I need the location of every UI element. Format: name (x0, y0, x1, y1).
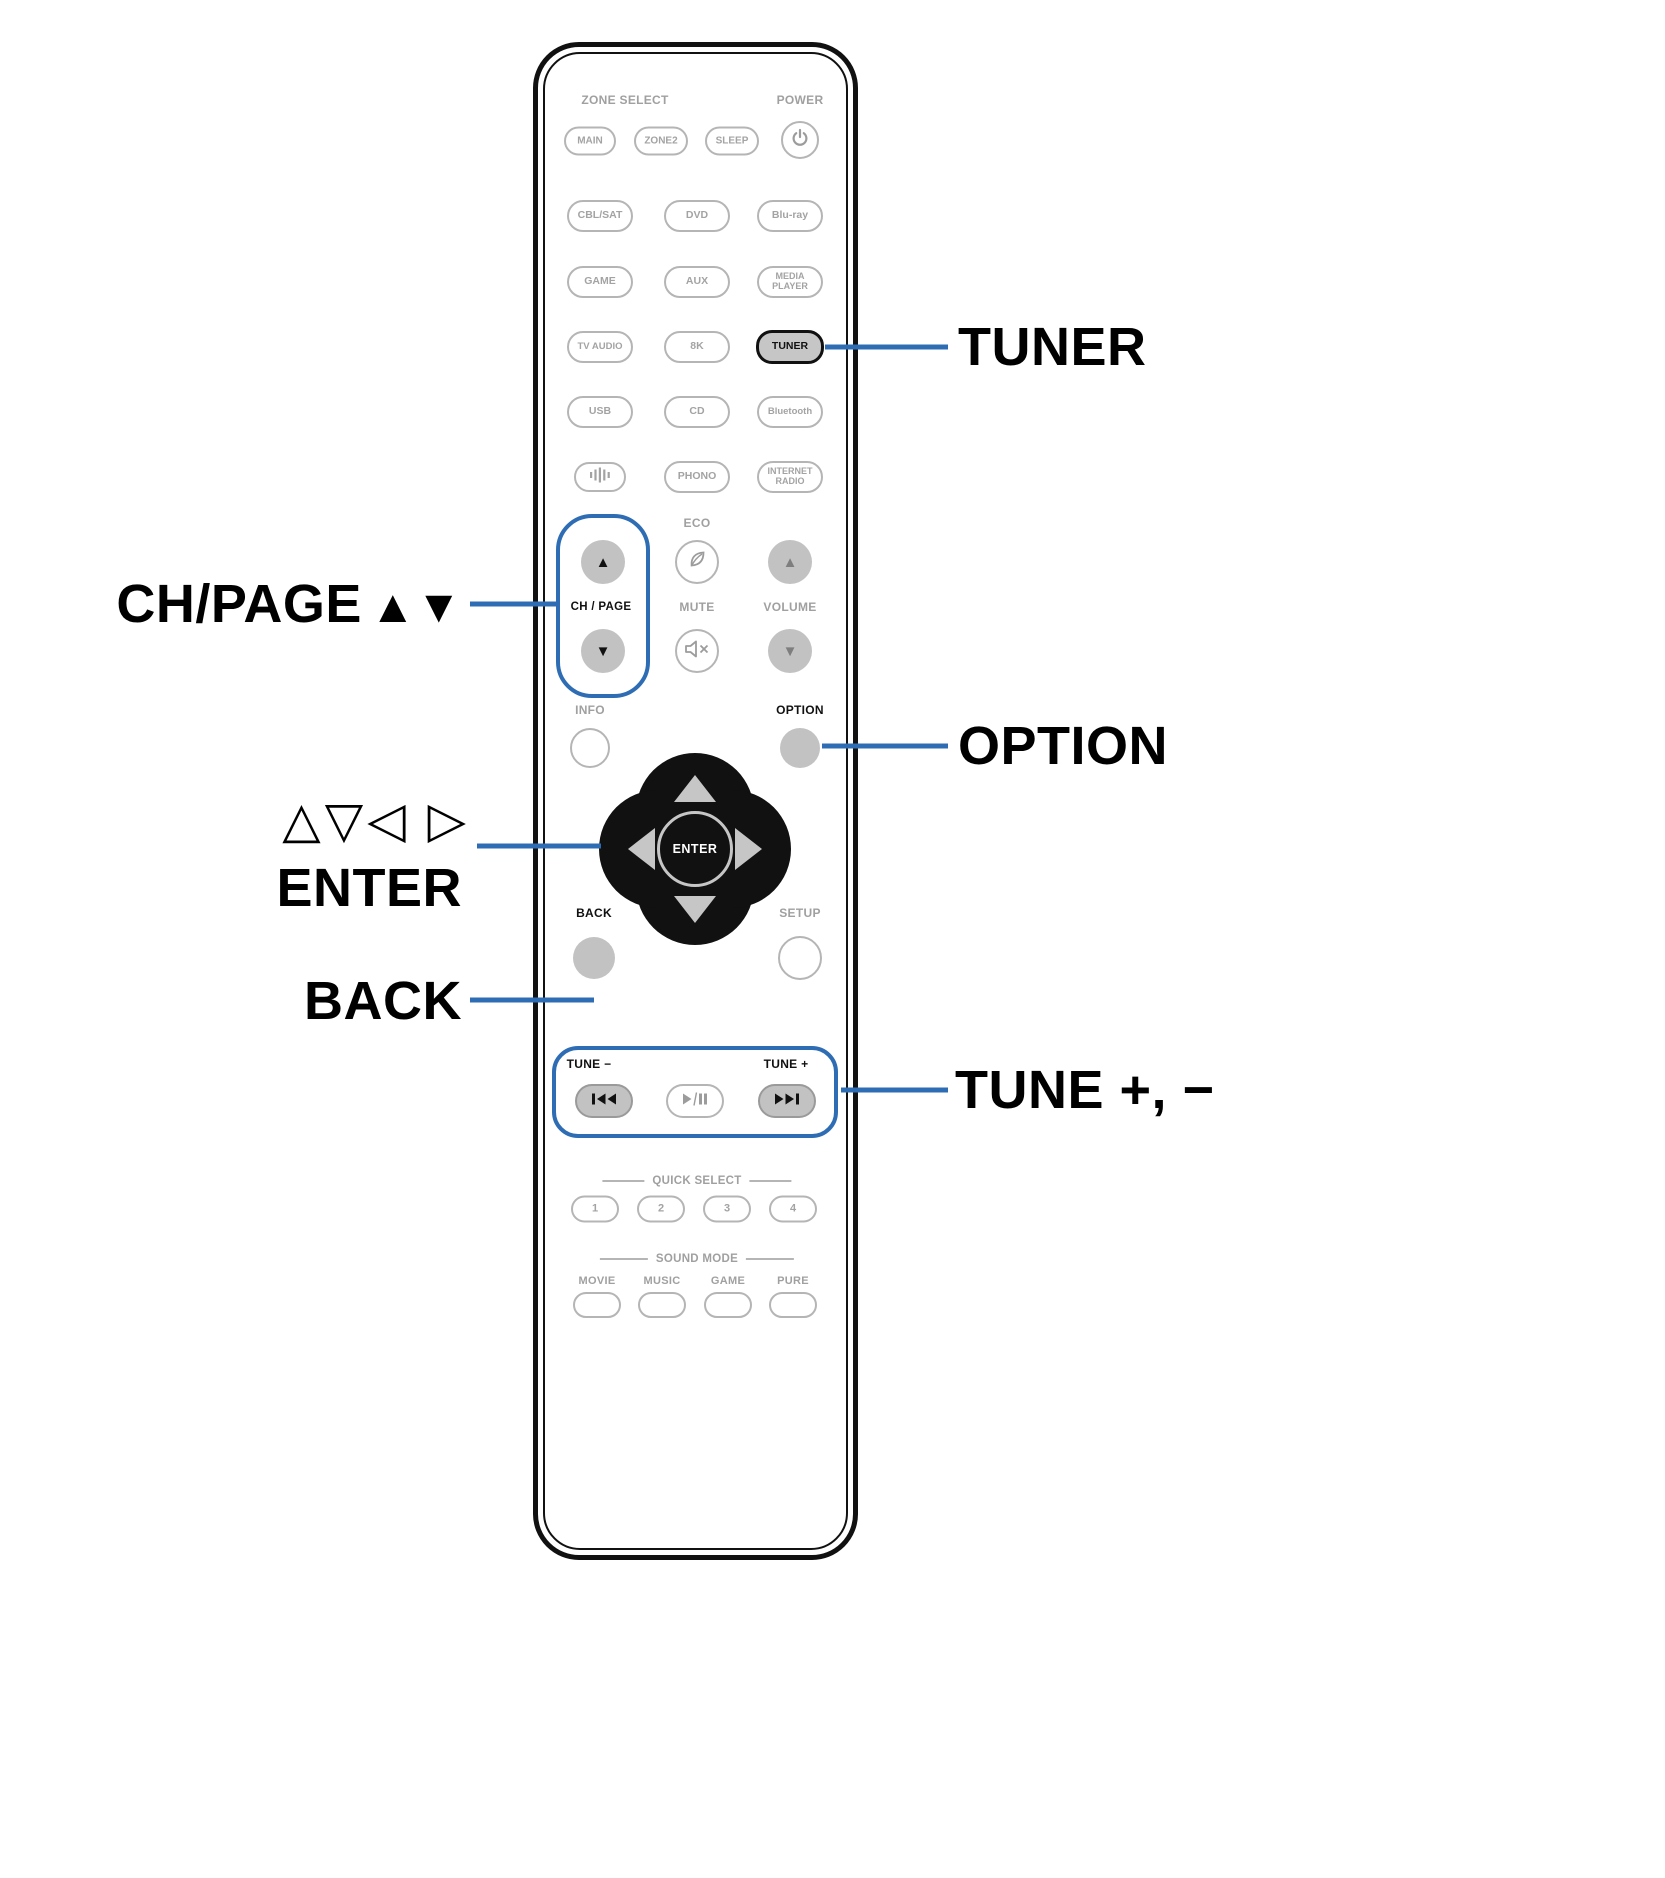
power-icon (790, 128, 810, 153)
cbl-sat-button[interactable]: CBL/SAT (567, 200, 633, 232)
mute-label: MUTE (679, 600, 715, 614)
skip-back-button[interactable] (575, 1084, 633, 1118)
zone2-button[interactable]: ZONE2 (634, 126, 688, 156)
skip-forward-button[interactable] (758, 1084, 816, 1118)
callout-enter: ENTER (276, 858, 462, 918)
eco-button[interactable] (675, 540, 719, 584)
sleep-button[interactable]: SLEEP (705, 126, 759, 156)
callout-option: OPTION (958, 716, 1169, 776)
callout-cursor-glyphs: △▽◁ ▷ (282, 792, 470, 848)
movie-label: MOVIE (578, 1275, 616, 1287)
power-button[interactable] (781, 121, 819, 159)
down-triangle-icon: ▼ (595, 642, 611, 660)
cursor-up-button[interactable] (674, 775, 716, 802)
game-label: GAME (710, 1275, 746, 1287)
option-button[interactable] (780, 728, 820, 768)
zone-select-label: ZONE SELECT (581, 93, 669, 107)
cursor-down-button[interactable] (674, 896, 716, 923)
usb-button[interactable]: USB (567, 396, 633, 428)
enter-button[interactable]: ENTER (657, 811, 733, 887)
info-label: INFO (575, 703, 605, 717)
tuner-button[interactable]: TUNER (756, 330, 824, 364)
blu-ray-button[interactable]: Blu-ray (757, 200, 823, 232)
cd-button[interactable]: CD (664, 396, 730, 428)
down-triangle-icon: ▼ (782, 642, 798, 660)
pure-label: PURE (777, 1275, 809, 1287)
phono-button[interactable]: PHONO (664, 461, 730, 493)
callout-ch-page-arrows-icon: ▲▼ (369, 580, 462, 632)
skip-back-icon (589, 1092, 619, 1110)
quick-select-2-button[interactable]: 2 (637, 1195, 685, 1223)
media-player-button[interactable]: MEDIA PLAYER (757, 266, 823, 298)
tune-plus-label: TUNE + (763, 1057, 809, 1071)
power-label: POWER (776, 93, 824, 107)
sound-mode-header: SOUND MODE (599, 1253, 795, 1265)
audio-signal-icon (589, 467, 611, 487)
option-label: OPTION (776, 703, 824, 717)
bluetooth-button[interactable]: Bluetooth (757, 396, 823, 428)
ch-page-label: CH / PAGE (570, 601, 632, 613)
volume-down-button[interactable]: ▼ (768, 629, 812, 673)
up-triangle-icon: ▲ (595, 553, 611, 571)
volume-up-button[interactable]: ▲ (768, 540, 812, 584)
internet-radio-button[interactable]: INTERNET RADIO (757, 461, 823, 493)
tune-highlight (552, 1046, 838, 1138)
main-button[interactable]: MAIN (564, 126, 616, 156)
music-label: MUSIC (643, 1275, 681, 1287)
setup-button[interactable] (778, 936, 822, 980)
game-button-sound[interactable] (704, 1292, 752, 1318)
leaf-icon (685, 548, 709, 577)
back-button[interactable] (573, 937, 615, 979)
quick-select-label: QUICK SELECT (652, 1175, 742, 1187)
quick-select-header: QUICK SELECT (602, 1175, 792, 1187)
up-triangle-icon: ▲ (782, 553, 798, 571)
info-button[interactable] (570, 728, 610, 768)
game-button[interactable]: GAME (567, 266, 633, 298)
divider (599, 1258, 648, 1260)
quick-select-3-button[interactable]: 3 (703, 1195, 751, 1223)
quick-select-1-button[interactable]: 1 (571, 1195, 619, 1223)
sound-mode-label: SOUND MODE (655, 1253, 739, 1265)
dvd-button[interactable]: DVD (664, 200, 730, 232)
quick-select-4-button[interactable]: 4 (769, 1195, 817, 1223)
volume-label: VOLUME (763, 600, 817, 614)
movie-button[interactable] (573, 1292, 621, 1318)
callout-ch-page: CH/PAGE▲▼ (116, 573, 462, 635)
callout-ch-page-text: CH/PAGE (116, 574, 362, 634)
music-button[interactable] (638, 1292, 686, 1318)
aux-button[interactable]: AUX (664, 266, 730, 298)
pure-button[interactable] (769, 1292, 817, 1318)
skip-forward-icon (772, 1092, 802, 1110)
divider (749, 1180, 792, 1182)
network-audio-button[interactable] (574, 462, 626, 492)
ch-page-highlight (556, 514, 650, 698)
play-pause-button[interactable] (666, 1084, 724, 1118)
eco-label: ECO (683, 516, 711, 530)
play-pause-icon (680, 1092, 710, 1110)
mute-button[interactable] (675, 629, 719, 673)
8k-button[interactable]: 8K (664, 331, 730, 363)
cursor-left-button[interactable] (628, 828, 655, 870)
callout-back: BACK (304, 971, 462, 1031)
divider (746, 1258, 795, 1260)
back-label: BACK (576, 906, 612, 920)
mute-icon (684, 639, 710, 664)
divider (602, 1180, 645, 1182)
setup-label: SETUP (779, 906, 821, 920)
callout-tuner: TUNER (958, 317, 1147, 377)
callout-tune: TUNE +, − (955, 1060, 1215, 1120)
cursor-right-button[interactable] (735, 828, 762, 870)
tv-audio-button[interactable]: TV AUDIO (567, 331, 633, 363)
